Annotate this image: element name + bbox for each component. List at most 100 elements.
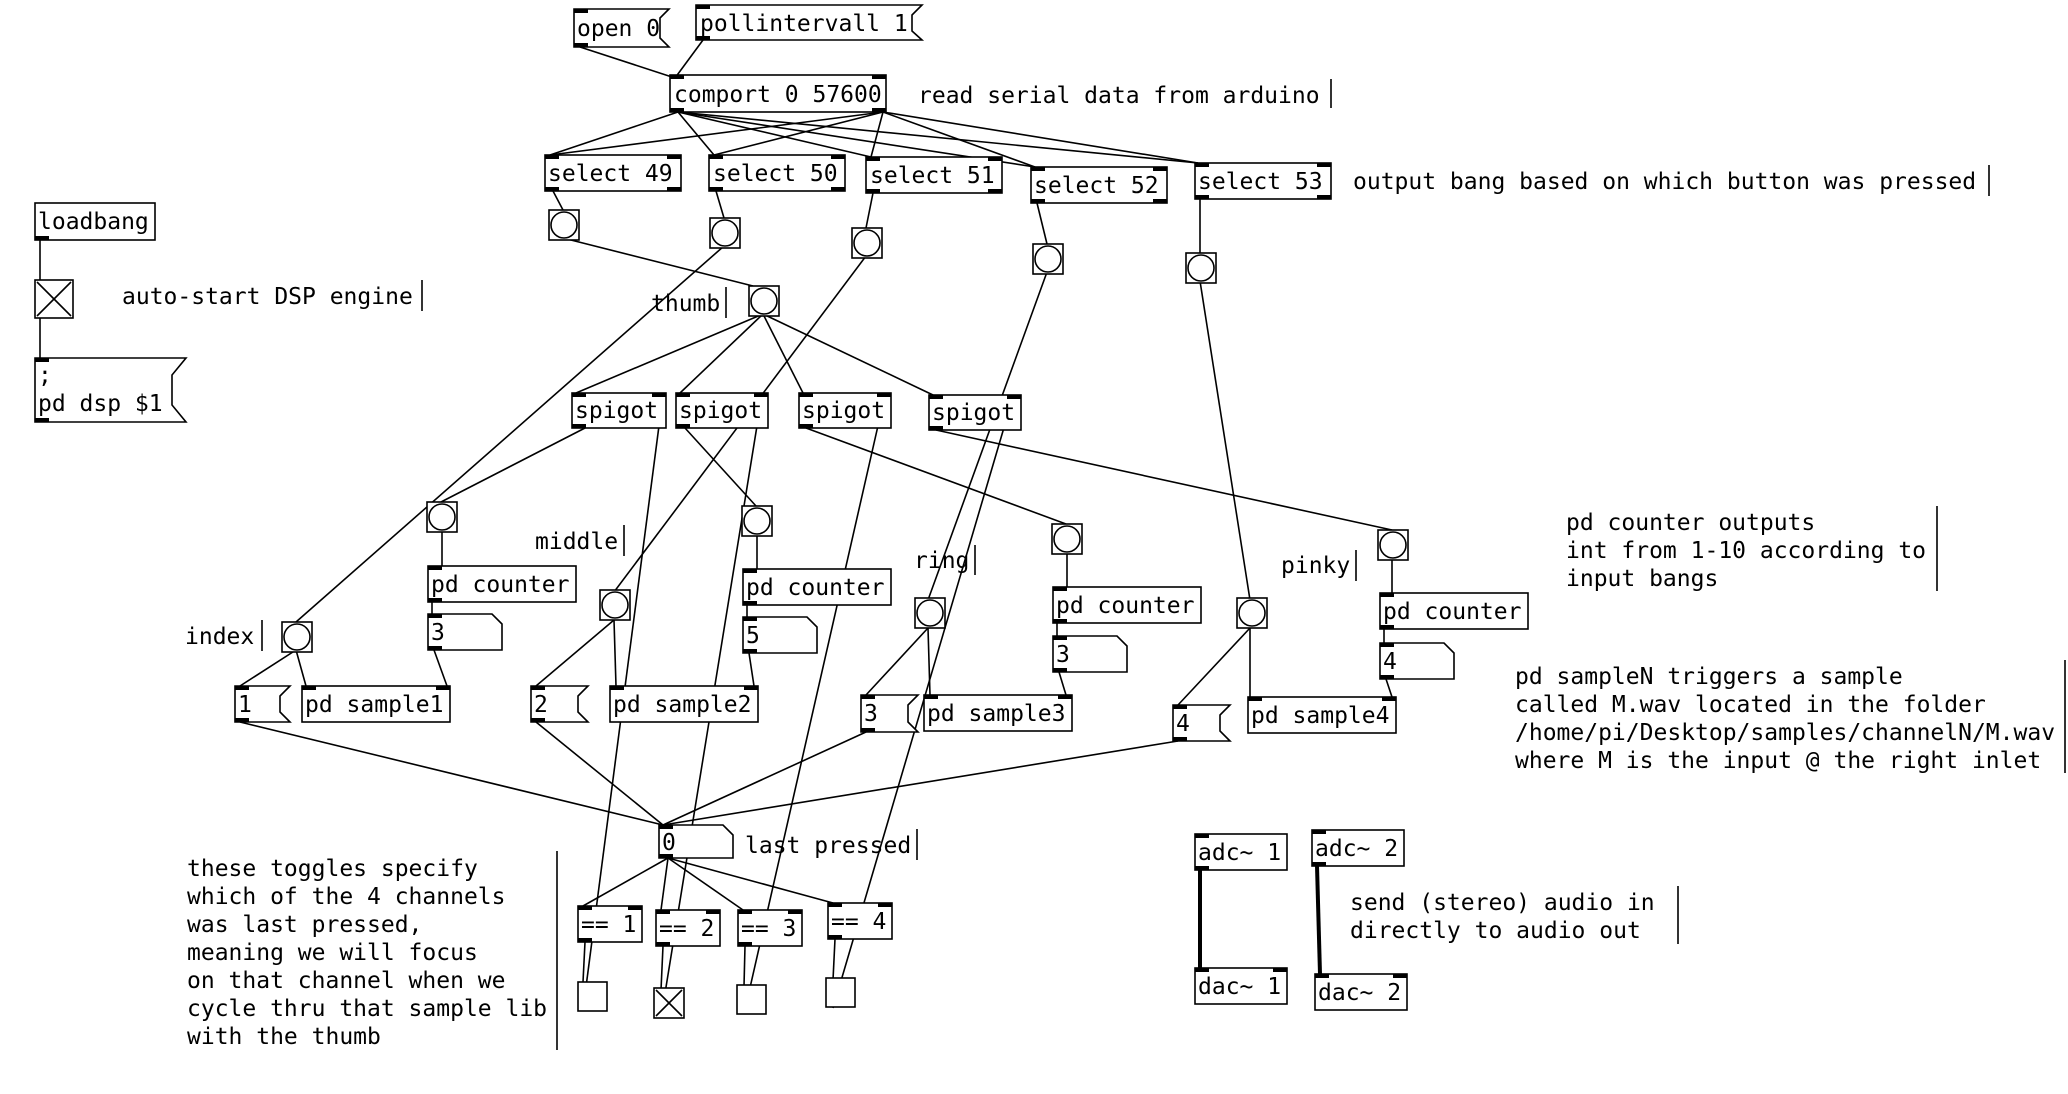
obj-counter-4-label: pd counter <box>1383 599 1521 625</box>
bng-counter-4[interactable] <box>1377 529 1409 561</box>
bng-select-51[interactable] <box>851 227 883 259</box>
obj-counter-2[interactable]: pd counter <box>742 568 892 606</box>
obj-eq-4[interactable]: == 4 <box>827 902 893 940</box>
obj-dac-1[interactable]: dac~ 1 <box>1194 967 1288 1005</box>
obj-eq-2[interactable]: == 2 <box>655 909 721 947</box>
obj-select-53[interactable]: select 53 <box>1194 162 1332 200</box>
obj-eq-2-label: == 2 <box>659 916 714 942</box>
num-counter-2[interactable]: 5 <box>742 616 818 654</box>
comment-middle: middle <box>535 529 618 555</box>
bng-middle[interactable] <box>599 589 631 621</box>
obj-spigot-3[interactable]: spigot <box>798 392 892 429</box>
bng-select-53[interactable] <box>1185 252 1217 284</box>
tgl-channel-2[interactable] <box>653 987 685 1019</box>
wire-b49-thumb <box>562 237 754 287</box>
num-counter-3[interactable]: 3 <box>1052 635 1128 673</box>
wire-comport-sel53 <box>677 111 1199 164</box>
tgl-channel-1[interactable] <box>577 981 608 1012</box>
obj-spigot-1-label: spigot <box>575 398 658 424</box>
msg-channel-3-label: 3 <box>864 701 878 727</box>
tgl-channel-3[interactable] <box>736 984 767 1015</box>
num-counter-4[interactable]: 4 <box>1379 642 1455 680</box>
wire-thumb-spig3 <box>762 313 804 394</box>
wire-middle-msg2 <box>535 619 615 687</box>
obj-adc-1[interactable]: adc~ 1 <box>1194 833 1288 871</box>
obj-spigot-4[interactable]: spigot <box>928 394 1022 431</box>
obj-counter-3[interactable]: pd counter <box>1052 586 1202 624</box>
obj-select-50[interactable]: select 50 <box>708 154 846 192</box>
obj-spigot-2[interactable]: spigot <box>675 392 769 429</box>
wire-eq3-tgl <box>743 945 746 987</box>
msg-channel-3[interactable]: 3 <box>860 694 920 733</box>
obj-spigot-1[interactable]: spigot <box>571 392 667 429</box>
obj-sample-1[interactable]: pd sample1 <box>301 685 451 723</box>
obj-adc-2[interactable]: adc~ 2 <box>1311 829 1405 867</box>
bng-ring[interactable] <box>914 597 946 629</box>
obj-comport[interactable]: comport 0 57600 <box>669 74 887 113</box>
comment-counter-note-line: int from 1-10 according to <box>1566 538 1926 564</box>
wire-comport-sel50 <box>677 111 715 156</box>
obj-counter-4[interactable]: pd counter <box>1379 592 1529 630</box>
msg-open[interactable]: open 0 <box>573 8 671 48</box>
comment-toggles-note-line: meaning we will focus <box>187 940 478 966</box>
wire-spig2-cbng <box>684 427 757 507</box>
obj-spigot-2-label: spigot <box>679 398 762 424</box>
obj-eq-4-label: == 4 <box>831 909 886 935</box>
msg-pd-dsp-line2: pd dsp $1 <box>38 391 163 417</box>
wire-b53-pinky <box>1199 280 1251 601</box>
obj-sample-4[interactable]: pd sample4 <box>1247 696 1397 734</box>
wire-b50-index <box>295 245 725 623</box>
obj-select-51-label: select 51 <box>870 163 995 189</box>
bng-counter-3[interactable] <box>1051 523 1083 555</box>
wire-num3-sample3 <box>1058 671 1067 696</box>
obj-dac-2[interactable]: dac~ 2 <box>1314 973 1408 1011</box>
obj-spigot-4-label: spigot <box>932 400 1015 426</box>
wire-eq1-tgl <box>582 941 586 983</box>
obj-eq-1[interactable]: == 1 <box>577 905 643 943</box>
comment-audio-note: send (stereo) audio in directly to audio… <box>1350 886 1679 944</box>
obj-sample-2[interactable]: pd sample2 <box>609 685 759 723</box>
bng-counter-1[interactable] <box>426 501 458 533</box>
bng-pinky[interactable] <box>1236 597 1268 629</box>
msg-channel-2[interactable]: 2 <box>530 685 590 723</box>
comment-sample-note-line: /home/pi/Desktop/samples/channelN/M.wav <box>1515 720 2055 746</box>
tgl-dsp[interactable] <box>34 279 74 319</box>
bng-index[interactable] <box>281 621 313 653</box>
wire-num4-sample4 <box>1385 678 1393 698</box>
num-last-pressed[interactable]: 0 <box>658 824 734 859</box>
comment-sample-note-line: where M is the input @ the right inlet <box>1515 748 2041 774</box>
num-counter-3-value: 3 <box>1056 642 1070 668</box>
bng-counter-2[interactable] <box>741 505 773 537</box>
num-counter-1-value: 3 <box>431 620 445 646</box>
obj-sample-2-label: pd sample2 <box>613 692 751 718</box>
obj-select-49[interactable]: select 49 <box>544 154 682 192</box>
obj-sample-3[interactable]: pd sample3 <box>923 694 1073 732</box>
bng-thumb[interactable] <box>748 285 780 317</box>
msg-channel-4[interactable]: 4 <box>1172 704 1232 742</box>
wire-comport-sel49 <box>549 111 679 156</box>
msg-channel-1[interactable]: 1 <box>234 685 292 723</box>
comment-pinky: pinky <box>1281 553 1350 579</box>
obj-eq-3[interactable]: == 3 <box>737 909 803 947</box>
tgl-channel-4[interactable] <box>825 977 856 1008</box>
bng-select-49[interactable] <box>548 209 580 241</box>
bng-select-52[interactable] <box>1032 243 1064 275</box>
obj-select-52[interactable]: select 52 <box>1030 166 1168 204</box>
obj-select-51[interactable]: select 51 <box>865 156 1003 194</box>
wire-b52-ring <box>927 271 1048 601</box>
msg-channel-4-label: 4 <box>1176 711 1190 737</box>
wire-index-sample1 <box>295 649 307 687</box>
wire-comport-sel53b <box>882 111 1199 164</box>
bng-select-50[interactable] <box>709 217 741 249</box>
obj-counter-1-label: pd counter <box>431 572 569 598</box>
num-counter-1[interactable]: 3 <box>427 613 503 651</box>
msg-pd-dsp[interactable]: ; pd dsp $1 <box>34 357 188 423</box>
msg-pd-dsp-line1: ; <box>38 363 52 389</box>
obj-select-53-label: select 53 <box>1198 169 1323 195</box>
obj-spigot-3-label: spigot <box>802 398 885 424</box>
msg-pollintervall[interactable]: pollintervall 1 <box>695 4 925 41</box>
obj-loadbang[interactable]: loadbang <box>34 202 156 241</box>
obj-counter-1[interactable]: pd counter <box>427 565 577 603</box>
num-last-pressed-value: 0 <box>662 830 676 856</box>
